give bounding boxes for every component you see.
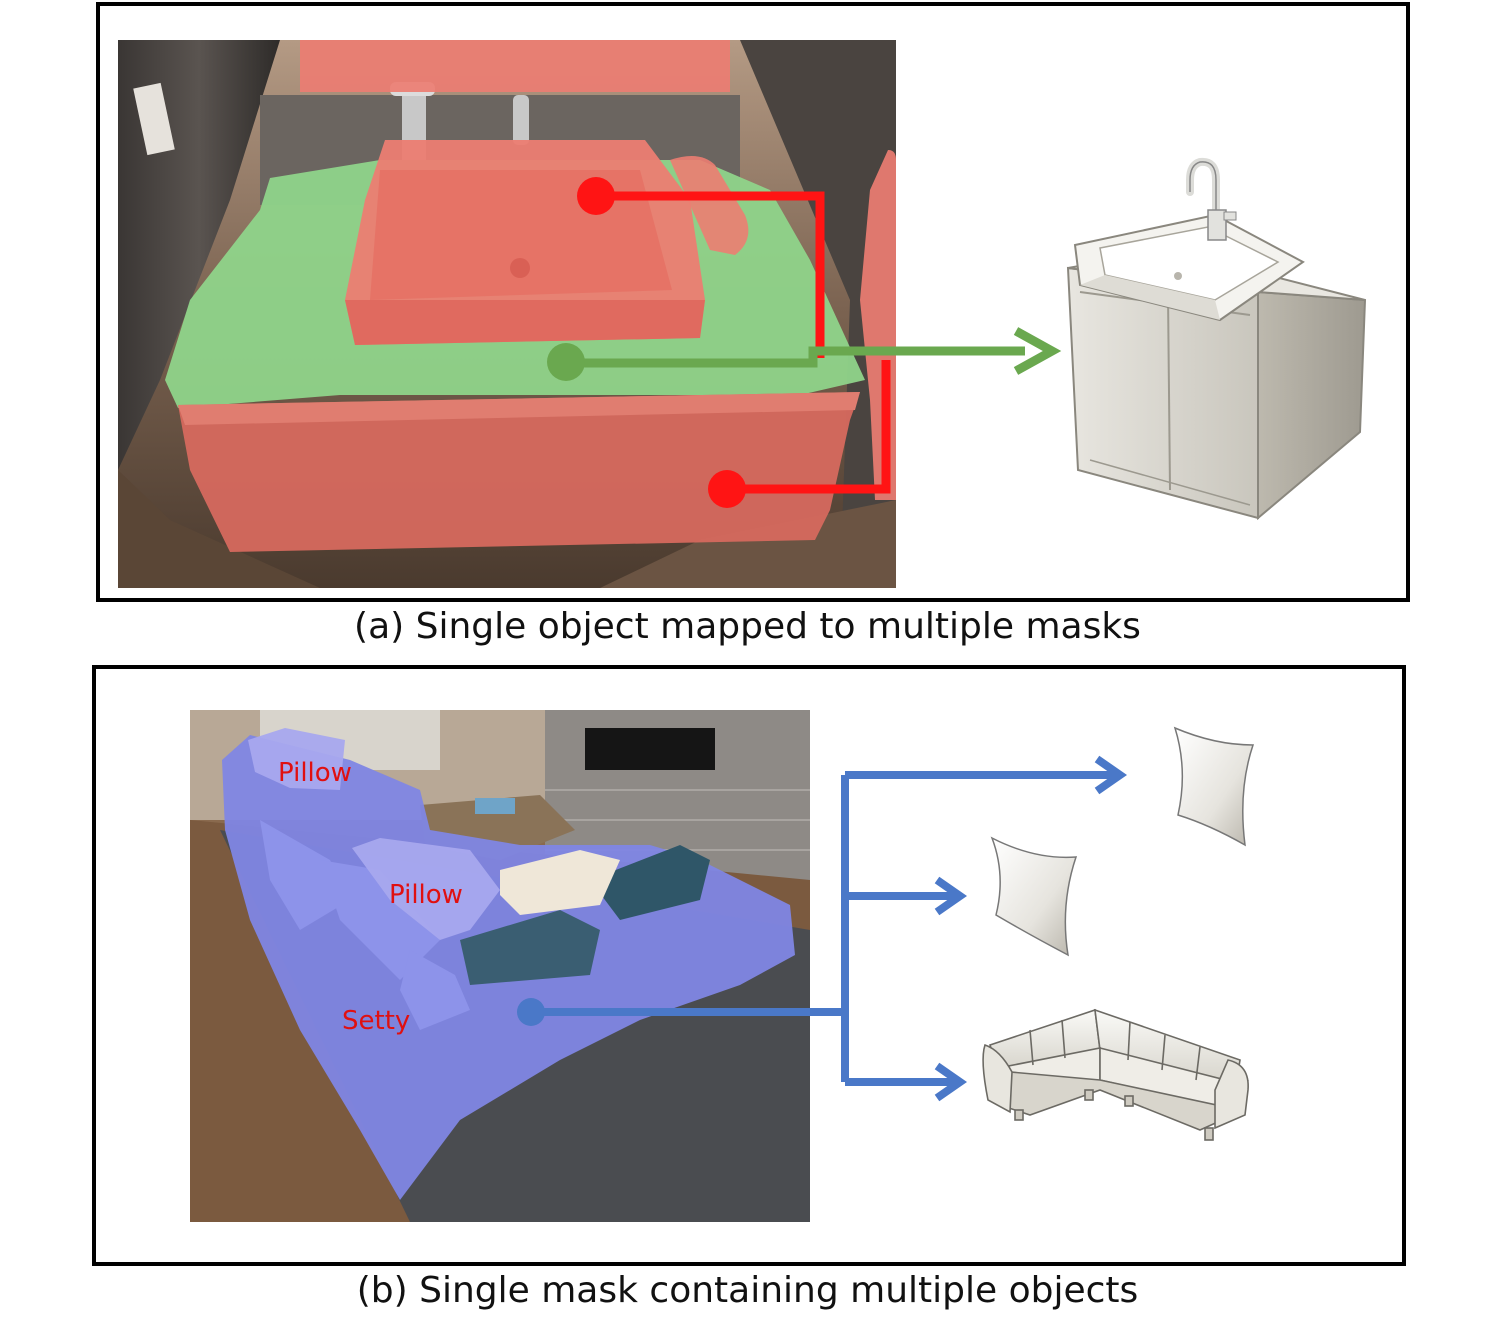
pillow-mask-1 bbox=[248, 728, 345, 790]
vanity-model bbox=[1066, 157, 1367, 521]
blue-arrows bbox=[531, 755, 1128, 1102]
mirror-mask bbox=[300, 40, 730, 92]
pillow-model-2 bbox=[990, 836, 1078, 957]
red-connector bbox=[596, 191, 891, 494]
sink-point bbox=[577, 177, 615, 215]
pillow-label-1: Pillow bbox=[278, 758, 352, 788]
pillow-mask-2 bbox=[352, 838, 500, 940]
pillow-model-1 bbox=[1173, 726, 1255, 847]
sink-mask bbox=[345, 140, 705, 345]
setty-label: Setty bbox=[342, 1006, 410, 1036]
soap-mask bbox=[670, 156, 749, 255]
green-arrow bbox=[566, 327, 1062, 375]
pillow-label-2: Pillow bbox=[389, 880, 463, 910]
caption-a: (a) Single object mapped to multiple mas… bbox=[354, 606, 1141, 647]
caption-b: (b) Single mask containing multiple obje… bbox=[356, 1270, 1139, 1311]
sectional-sofa-model bbox=[982, 1008, 1249, 1141]
setty-point bbox=[517, 998, 545, 1026]
countertop-point bbox=[547, 343, 585, 381]
cabinet-point bbox=[708, 470, 746, 508]
cabinet-mask bbox=[178, 392, 860, 552]
